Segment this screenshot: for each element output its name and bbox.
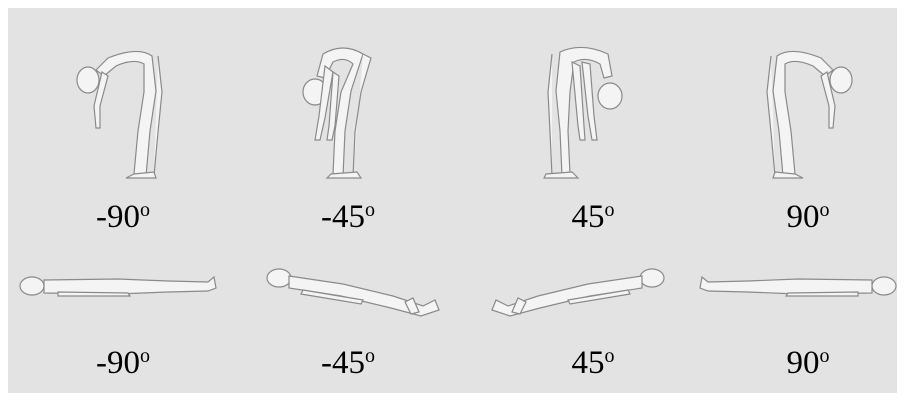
figure-lying-minus-90 (18, 266, 218, 306)
figure-lying-minus-45 (263, 264, 443, 324)
angle-label: 45o (508, 200, 678, 234)
angle-label: -90o (38, 346, 208, 380)
figure-bending-45 (538, 36, 648, 186)
figure-bending-90 (753, 36, 863, 186)
angle-label: -45o (263, 346, 433, 380)
angle-label: 90o (723, 200, 893, 234)
figure-bending-minus-90 (68, 36, 178, 186)
figure-bending-minus-45 (293, 36, 403, 186)
figure-lying-45 (488, 264, 668, 324)
angle-label: 90o (723, 346, 893, 380)
figure-panel: -90o -45o 45o 90o (8, 8, 897, 393)
figure-lying-90 (698, 266, 898, 306)
angle-label: 45o (508, 346, 678, 380)
angle-label: -90o (38, 200, 208, 234)
angle-label: -45o (263, 200, 433, 234)
